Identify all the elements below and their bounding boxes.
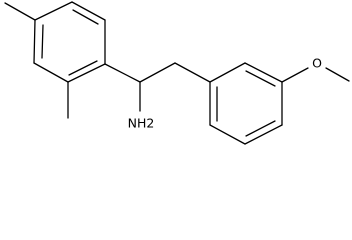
structure-diagram: NH2 O — [4, 1, 350, 145]
ring-to-ch-bond — [104, 63, 141, 83]
double-bond-inner — [72, 9, 99, 25]
ch2-to-ring-bond — [174, 62, 211, 83]
double-bond-inner — [68, 60, 98, 76]
oxygen-label: O — [312, 56, 322, 71]
bond — [209, 62, 246, 83]
bond — [33, 62, 69, 83]
double-bond-inner — [41, 24, 44, 59]
amine-label: NH2 — [128, 116, 155, 131]
double-bond-inner — [245, 120, 276, 137]
bond — [244, 124, 283, 145]
o-ch3-bond — [325, 67, 350, 82]
bond — [244, 62, 283, 83]
bond — [34, 1, 73, 21]
bond — [33, 19, 36, 64]
dimethylphenyl-ring — [33, 1, 106, 83]
double-bond-inner — [245, 70, 276, 87]
methyl-bond-4 — [4, 2, 36, 21]
bond — [209, 124, 246, 145]
c-o-bond — [281, 67, 309, 83]
ch-to-ch2-bond — [139, 62, 176, 83]
bond — [71, 1, 106, 21]
bond — [67, 63, 106, 83]
methoxyphenyl-ring — [209, 62, 283, 145]
